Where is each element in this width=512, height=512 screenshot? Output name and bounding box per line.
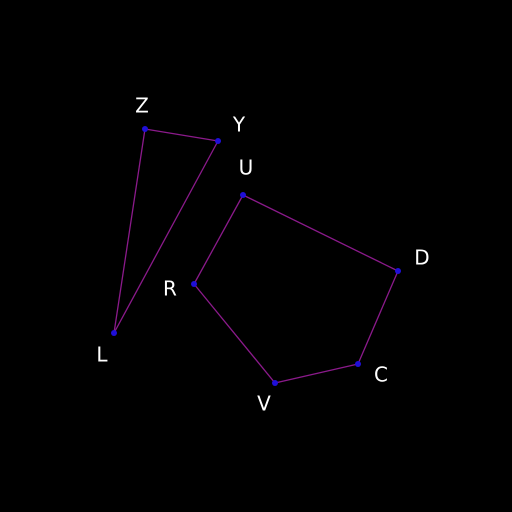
vertices-layer <box>111 126 401 386</box>
vertex-label-r: R <box>163 277 177 301</box>
vertex-label-d: D <box>414 246 429 270</box>
edge-ud <box>242 194 399 272</box>
vertex-label-z: Z <box>135 94 149 118</box>
vertex-label-l: L <box>96 343 108 367</box>
vertex-r <box>191 281 197 287</box>
vertex-label-c: C <box>374 363 388 387</box>
vertex-y <box>215 138 221 144</box>
edge-vr <box>193 283 276 384</box>
edge-yl <box>113 140 219 334</box>
edge-zy <box>144 128 219 142</box>
edge-ru <box>193 194 244 285</box>
edge-cv <box>274 363 359 384</box>
vertex-v <box>272 380 278 386</box>
edge-dc <box>357 270 399 365</box>
vertex-label-y: Y <box>232 113 246 137</box>
vertex-z <box>142 126 148 132</box>
vertex-label-u: U <box>239 156 254 180</box>
vertex-l <box>111 330 117 336</box>
edges-layer <box>113 128 399 384</box>
edge-lz <box>113 128 146 334</box>
vertex-d <box>395 268 401 274</box>
labels-layer: Z Y L U D C V R <box>96 94 429 416</box>
vertex-u <box>240 192 246 198</box>
vertex-label-v: V <box>257 392 271 416</box>
vertex-c <box>355 361 361 367</box>
